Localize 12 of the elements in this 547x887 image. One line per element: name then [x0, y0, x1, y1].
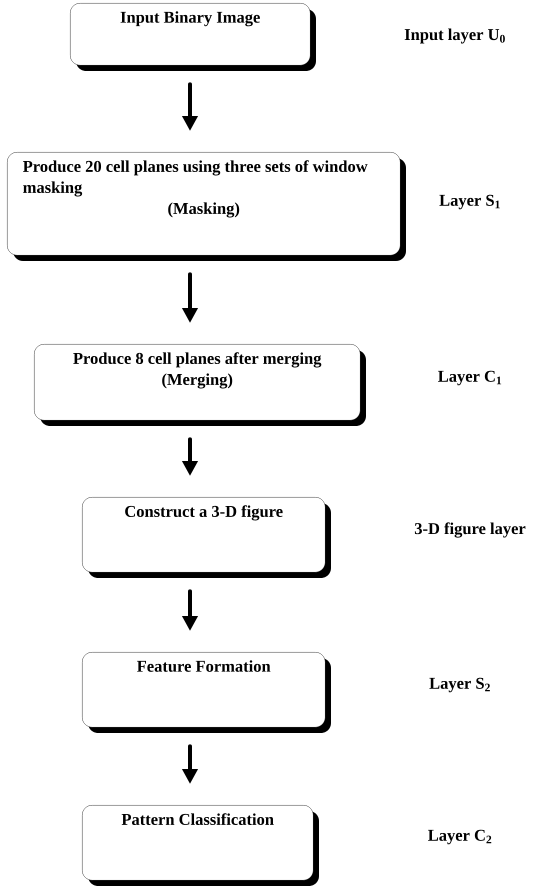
- process-box: Construct a 3-D figure: [82, 497, 331, 578]
- layer-label: Layer C$_{2}$: [428, 830, 492, 844]
- process-box: Feature Formation: [82, 652, 331, 733]
- process-box: Produce 20 cell planes using three sets of window masking (Masking): [7, 152, 406, 261]
- process-box: Input Binary Image: [70, 3, 316, 71]
- layer-label: Layer C$_{1}$: [438, 370, 502, 386]
- layer-label: Layer S$_{1}$: [439, 194, 500, 210]
- layer-label: 3-D figure layer: [414, 522, 526, 538]
- process-box: Produce 8 cell planes after merging (Merging): [34, 344, 366, 426]
- process-box: Pattern Classification: [82, 805, 319, 886]
- layer-label: Input layer U$_{0}$: [404, 28, 505, 44]
- layer-label: Layer S$_{2}$: [429, 678, 490, 692]
